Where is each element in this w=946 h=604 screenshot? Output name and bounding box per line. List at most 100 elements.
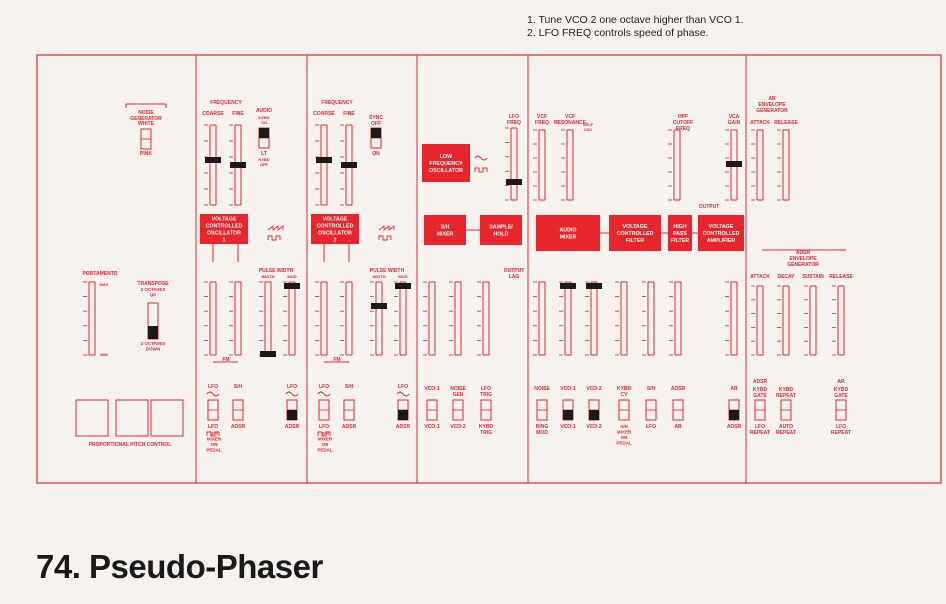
- vco2-mod-lfo-label: LFO: [398, 384, 408, 390]
- sh-mixer-block: [424, 215, 466, 245]
- audio-mixer-block-label: AUDIO: [559, 228, 576, 234]
- vco2-block-label: OSCILLATOR: [318, 231, 352, 237]
- kybd-on-label: KYBD: [258, 115, 269, 120]
- lfo-freq-label: FREQ: [507, 120, 521, 126]
- vco1-block: [200, 214, 248, 244]
- panel-frame: [36, 54, 942, 484]
- vco2-fm-label: FM: [333, 357, 340, 363]
- audio-label: AUDIO: [256, 108, 272, 114]
- self-osc-label: OSC: [584, 127, 593, 132]
- proportional-pitch-label: PROPORTIONAL PITCH CONTROL: [89, 442, 172, 448]
- sh-vco1b-label: VCO-1: [424, 424, 440, 430]
- max-label: MAX: [100, 282, 109, 287]
- vcf-block: [609, 215, 661, 251]
- kybd-off-label: KYBD: [258, 157, 269, 162]
- lfo-sine-wave: [474, 155, 488, 161]
- vco1-square-wave: [267, 235, 281, 241]
- vco1-frequency-label: FREQUENCY: [210, 100, 242, 106]
- vco1-sh-mixer-label: OR: [211, 442, 219, 447]
- min-label: MIN: [100, 352, 107, 357]
- hpf-block: [668, 215, 692, 251]
- sample-hold-block-label: SAMPLE/: [489, 225, 513, 231]
- pink-label: PINK: [140, 151, 152, 157]
- lfo-block-label: OSCILLATOR: [429, 168, 463, 174]
- vcf-sh-mixer-label: MIXER: [617, 430, 632, 435]
- vco1-coarse-slider-knob: [205, 157, 221, 163]
- auto-repeat-label: REPEAT: [776, 430, 796, 436]
- two-octaves-down-label: 2 OCTAVES: [141, 341, 166, 346]
- ar-envelope-label: GENERATOR: [756, 108, 788, 114]
- vco1-fine-label: FINE: [232, 111, 244, 117]
- two-octaves-down-label: DOWN: [146, 347, 160, 352]
- patch-title: 74. Pseudo-Phaser: [36, 548, 323, 585]
- noise-generator-label: NOISE: [138, 110, 154, 116]
- sample-hold-block: [480, 215, 522, 245]
- output-lag-label: LAG: [509, 274, 520, 280]
- sync-label: SYNC: [369, 115, 383, 121]
- vco2-fine-slider-knob: [341, 162, 357, 168]
- pitch-pad-1: [75, 399, 109, 437]
- output-lag-label: OUTPUT: [504, 268, 525, 274]
- vco1-mod-adsr-label: ADSR: [285, 424, 300, 430]
- adsr-envelope-label: GENERATOR: [787, 262, 819, 268]
- vca-gain-slider-knob: [726, 161, 742, 167]
- vco1-mod-lfo-label: LFO: [287, 384, 297, 390]
- output-label: OUTPUT: [699, 204, 720, 210]
- hpf-block-label: HIGH: [673, 224, 686, 230]
- vco1-block-label: 1: [223, 238, 226, 244]
- ar-lfo-repeat-label: LFO: [836, 424, 846, 430]
- sh-vco2-label: VCO-2: [450, 424, 466, 430]
- lfo-freq-slider-knob: [506, 179, 522, 185]
- lfo-block-label: FREQUENCY: [429, 161, 463, 167]
- mix-vco1-label: VCO-1: [560, 386, 576, 392]
- vco2-mod-switch-lever: [398, 410, 408, 420]
- ar-kybd-gate-label: KYBD: [834, 387, 849, 393]
- vcf-sh-mixer-label: OR: [621, 435, 629, 440]
- hpf-cutoff-label: FREQ: [676, 126, 690, 132]
- sync-label: OFF: [371, 121, 381, 127]
- vco1-pw-slider-knob: [260, 351, 276, 357]
- transpose-lever: [148, 326, 158, 339]
- vcf-lfo-label: LFO: [646, 424, 656, 430]
- audio-mixer-block: [536, 215, 600, 251]
- vco2-block-label: VOLTAGE: [323, 217, 348, 223]
- vco2-lfo2-wave: [317, 431, 331, 437]
- env-adsr-label: ADSR: [753, 379, 768, 385]
- vco2-adsr-label: ADSR: [342, 424, 357, 430]
- setup-notes: 1. Tune VCO 2 one octave higher than VCO…: [527, 14, 744, 40]
- vco1-coarse-label: COARSE: [202, 111, 224, 117]
- vco2-width-label: WIDTH: [372, 274, 385, 279]
- vcf-resonance-label: VCF: [565, 114, 575, 120]
- sample-hold-block-label: HOLD: [493, 232, 508, 238]
- note-2: 2. LFO FREQ controls speed of phase.: [527, 27, 709, 39]
- vcf-sh-mixer-label: PEDAL: [616, 441, 632, 446]
- vco1-pulse-width-label: PULSE WIDTH: [259, 268, 294, 274]
- audio-mixer-block-label: MIXER: [560, 235, 577, 241]
- vca-block: [698, 215, 744, 251]
- adsr-envelope-label: ENVELOPE: [789, 256, 817, 262]
- vco2-lfo2-label: LFO: [319, 424, 329, 430]
- hpf-cutoff-label: HPF: [678, 114, 688, 120]
- kybd-cv-label: KYBD: [617, 386, 632, 392]
- sh-mixer-block-label: MIXER: [437, 232, 454, 238]
- adsr-kybd-gate-label: GATE: [753, 393, 767, 399]
- lfo-block-label: LOW: [440, 154, 452, 160]
- mix-vco2-switch-lever: [589, 410, 599, 420]
- vco1-fine-slider-knob: [230, 162, 246, 168]
- vcf-ar-label: AR: [674, 424, 682, 430]
- vco2-frequency-label: FREQUENCY: [321, 100, 353, 106]
- vcf-block-label: VOLTAGE: [623, 224, 648, 230]
- sh-mixer-block-label: S/H: [441, 225, 450, 231]
- vca-block-label: CONTROLLED: [703, 231, 740, 237]
- adsr-attack-label: ATTACK: [750, 274, 770, 280]
- sh-vco1-label: VCO-1: [424, 386, 440, 392]
- kybd-trig-label: KYBD: [479, 424, 494, 430]
- vca-ar-label: AR: [730, 386, 738, 392]
- vco2-sh-mixer-label: S/H: [321, 431, 329, 436]
- vcf-adsr-label: ADSR: [671, 386, 686, 392]
- vco1-block-label: VOLTAGE: [212, 217, 237, 223]
- vco2-mod-adsr-label: ADSR: [396, 424, 411, 430]
- vco1-fm-label: FM: [222, 357, 229, 363]
- kybd-on-label: ON: [261, 120, 267, 125]
- note-1: 1. Tune VCO 2 one octave higher than VCO…: [527, 14, 744, 26]
